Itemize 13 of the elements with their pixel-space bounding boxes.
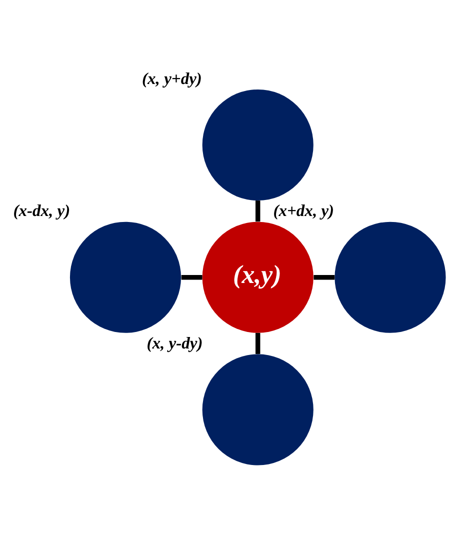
connector (256, 200, 260, 222)
node-circle (334, 221, 446, 332)
node-label: (x-dx, y) (13, 200, 70, 220)
node-label: (x+dx, y) (273, 200, 334, 220)
node-circle (202, 354, 314, 465)
connector (256, 332, 260, 354)
node-label: (x, y-dy) (146, 333, 203, 352)
node-label: (x, y+dy) (142, 68, 202, 88)
node-circle (70, 221, 182, 332)
connector (314, 274, 335, 280)
node-circle (202, 88, 314, 200)
node-circle: (x,y) (202, 221, 314, 332)
connector (181, 274, 202, 280)
